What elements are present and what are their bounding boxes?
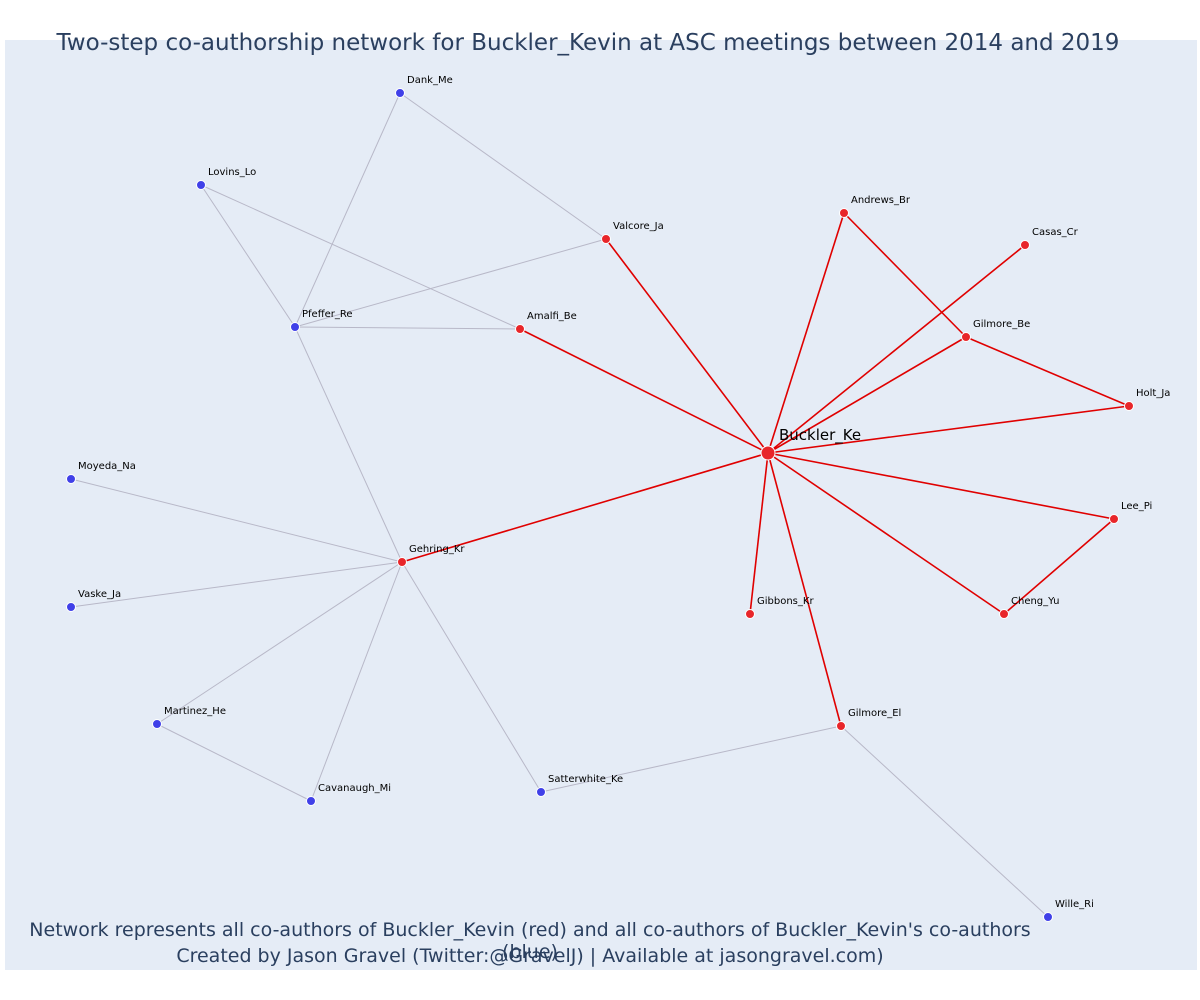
edge-Moyeda_Na-Gehring_Kr	[70, 478, 403, 563]
edge-Pfeffer_Re-Valcore_Ja	[294, 238, 607, 328]
edge-Lovins_Lo-Amalfi_Be	[200, 184, 521, 330]
node-label-Lovins_Lo: Lovins_Lo	[208, 167, 256, 178]
edge-Buckler_Ke-Lee_Pi	[767, 452, 1115, 520]
node-Martinez_He[interactable]	[152, 719, 162, 729]
edge-Vaske_Ja-Gehring_Kr	[70, 561, 403, 608]
node-Valcore_Ja[interactable]	[601, 234, 611, 244]
node-label-Andrews_Br: Andrews_Br	[851, 195, 911, 206]
edge-Cavanaugh_Mi-Gehring_Kr	[310, 561, 403, 802]
edge-Dank_Me-Valcore_Ja	[399, 92, 607, 240]
node-Gibbons_Kr[interactable]	[745, 609, 755, 619]
node-Gilmore_Be[interactable]	[961, 332, 971, 342]
node-Gehring_Kr[interactable]	[397, 557, 407, 567]
edge-Martinez_He-Cavanaugh_Mi	[156, 723, 312, 802]
node-Holt_Ja[interactable]	[1124, 401, 1134, 411]
node-label-Lee_Pi: Lee_Pi	[1121, 501, 1152, 512]
node-label-Amalfi_Be: Amalfi_Be	[527, 311, 577, 322]
node-Cheng_Yu[interactable]	[999, 609, 1009, 619]
edge-Lovins_Lo-Pfeffer_Re	[200, 184, 296, 328]
node-label-Buckler_Ke: Buckler_Ke	[779, 426, 861, 445]
node-Buckler_Ke[interactable]	[760, 445, 776, 461]
node-label-Moyeda_Na: Moyeda_Na	[78, 461, 136, 472]
node-label-Gibbons_Kr: Gibbons_Kr	[757, 596, 814, 607]
node-label-Valcore_Ja: Valcore_Ja	[613, 221, 664, 232]
edge-Buckler_Ke-Casas_Cr	[767, 244, 1026, 454]
edge-Andrews_Br-Gilmore_Be	[843, 212, 967, 338]
edges-layer	[70, 92, 1130, 918]
edge-Buckler_Ke-Gehring_Kr	[401, 452, 769, 563]
node-label-Cheng_Yu: Cheng_Yu	[1011, 596, 1059, 607]
node-label-Satterwhite_Ke: Satterwhite_Ke	[548, 774, 623, 785]
node-Pfeffer_Re[interactable]	[290, 322, 300, 332]
footer-credit: Created by Jason Gravel (Twitter:@Gravel…	[176, 945, 884, 967]
node-Dank_Me[interactable]	[395, 88, 405, 98]
node-Lovins_Lo[interactable]	[196, 180, 206, 190]
node-Amalfi_Be[interactable]	[515, 324, 525, 334]
edge-Pfeffer_Re-Amalfi_Be	[294, 326, 521, 330]
node-label-Gehring_Kr: Gehring_Kr	[409, 544, 465, 555]
node-Gilmore_El[interactable]	[836, 721, 846, 731]
node-label-Martinez_He: Martinez_He	[164, 706, 226, 717]
edge-Buckler_Ke-Holt_Ja	[767, 405, 1130, 454]
node-label-Gilmore_El: Gilmore_El	[848, 708, 901, 719]
node-label-Dank_Me: Dank_Me	[407, 75, 453, 86]
edge-Satterwhite_Ke-Gilmore_El	[540, 725, 842, 793]
edge-Buckler_Ke-Amalfi_Be	[519, 328, 769, 454]
node-Casas_Cr[interactable]	[1020, 240, 1030, 250]
node-Wille_Ri[interactable]	[1043, 912, 1053, 922]
footer-description: Network represents all co-authors of Buc…	[29, 919, 1031, 963]
edge-Buckler_Ke-Gilmore_El	[767, 452, 842, 727]
node-label-Gilmore_Be: Gilmore_Be	[973, 319, 1030, 330]
node-label-Wille_Ri: Wille_Ri	[1055, 899, 1094, 910]
edge-Gilmore_El-Wille_Ri	[840, 725, 1049, 918]
edge-Pfeffer_Re-Gehring_Kr	[294, 326, 403, 563]
node-label-Pfeffer_Re: Pfeffer_Re	[302, 309, 353, 320]
node-label-Vaske_Ja: Vaske_Ja	[78, 589, 121, 600]
edge-Buckler_Ke-Gilmore_Be	[767, 336, 967, 454]
node-Moyeda_Na[interactable]	[66, 474, 76, 484]
edge-Lee_Pi-Cheng_Yu	[1003, 518, 1115, 615]
edge-Martinez_He-Gehring_Kr	[156, 561, 403, 725]
plot-area	[5, 40, 1197, 970]
edge-Buckler_Ke-Valcore_Ja	[605, 238, 769, 454]
edge-Dank_Me-Pfeffer_Re	[294, 92, 401, 328]
node-Vaske_Ja[interactable]	[66, 602, 76, 612]
node-label-Cavanaugh_Mi: Cavanaugh_Mi	[318, 783, 391, 794]
chart-title: Two-step co-authorship network for Buckl…	[56, 30, 1120, 56]
node-Andrews_Br[interactable]	[839, 208, 849, 218]
node-label-Casas_Cr: Casas_Cr	[1032, 227, 1079, 238]
node-Cavanaugh_Mi[interactable]	[306, 796, 316, 806]
edge-Buckler_Ke-Andrews_Br	[767, 212, 845, 454]
edge-Buckler_Ke-Gibbons_Kr	[749, 452, 769, 615]
node-label-Holt_Ja: Holt_Ja	[1136, 388, 1170, 399]
edge-Satterwhite_Ke-Gehring_Kr	[401, 561, 542, 793]
edge-Buckler_Ke-Cheng_Yu	[767, 452, 1005, 615]
node-Lee_Pi[interactable]	[1109, 514, 1119, 524]
edge-Gilmore_Be-Holt_Ja	[965, 336, 1130, 407]
node-Satterwhite_Ke[interactable]	[536, 787, 546, 797]
nodes-layer	[66, 88, 1134, 922]
